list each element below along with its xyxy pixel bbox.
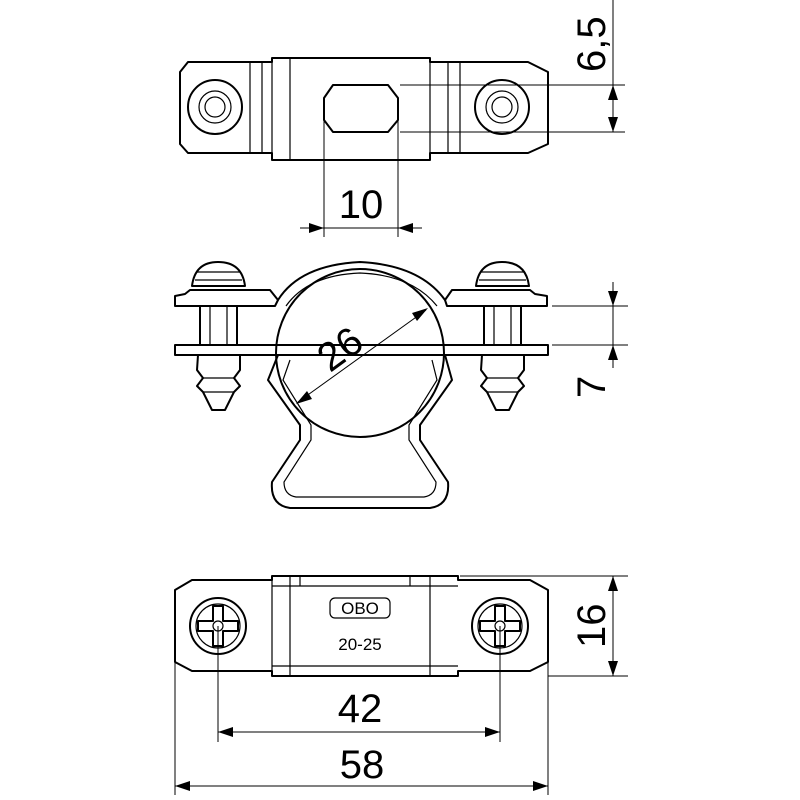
front-view-left-foot <box>174 289 279 307</box>
size-marking: 20-25 <box>338 635 381 654</box>
front-view-right-screw <box>475 261 530 411</box>
dimension-leg-height: 7 <box>552 282 628 398</box>
bottom-view-left-cross-icon <box>197 605 239 647</box>
dimension-hole-spacing: 42 <box>217 626 501 742</box>
bottom-view-right-cross-icon <box>479 605 521 647</box>
dimension-label-26: 26 <box>309 319 371 381</box>
dimension-label-7: 7 <box>570 376 614 398</box>
front-view-left-screw <box>191 261 246 411</box>
front-view-saddle <box>277 261 446 301</box>
dimension-label-58: 58 <box>340 743 385 787</box>
front-view-loop <box>267 354 453 509</box>
dimension-base-height: 16 <box>460 575 628 677</box>
front-view-lower-plate <box>174 344 549 356</box>
top-view-left-hole <box>187 79 243 135</box>
dimension-label-10: 10 <box>339 183 384 227</box>
top-view <box>179 57 549 161</box>
dimension-label-42: 42 <box>338 687 383 731</box>
top-view-outline <box>179 57 549 161</box>
bottom-view: OBO 20-25 <box>174 575 549 677</box>
dimension-label-6-5: 6,5 <box>570 16 614 72</box>
dimension-slot-width: 10 <box>300 98 422 237</box>
front-view <box>174 261 549 509</box>
top-view-right-hole <box>474 79 530 135</box>
front-view-right-foot <box>444 289 548 307</box>
dimension-label-16: 16 <box>570 604 614 649</box>
bottom-view-outline <box>174 575 549 677</box>
brand-marking: OBO <box>341 599 379 618</box>
top-view-slot <box>323 84 399 133</box>
obo-logo: OBO <box>329 597 391 619</box>
dimension-slot-depth: 6,5 <box>400 0 625 133</box>
front-view-tube <box>275 268 445 438</box>
dimension-overall-length: 58 <box>174 662 549 795</box>
